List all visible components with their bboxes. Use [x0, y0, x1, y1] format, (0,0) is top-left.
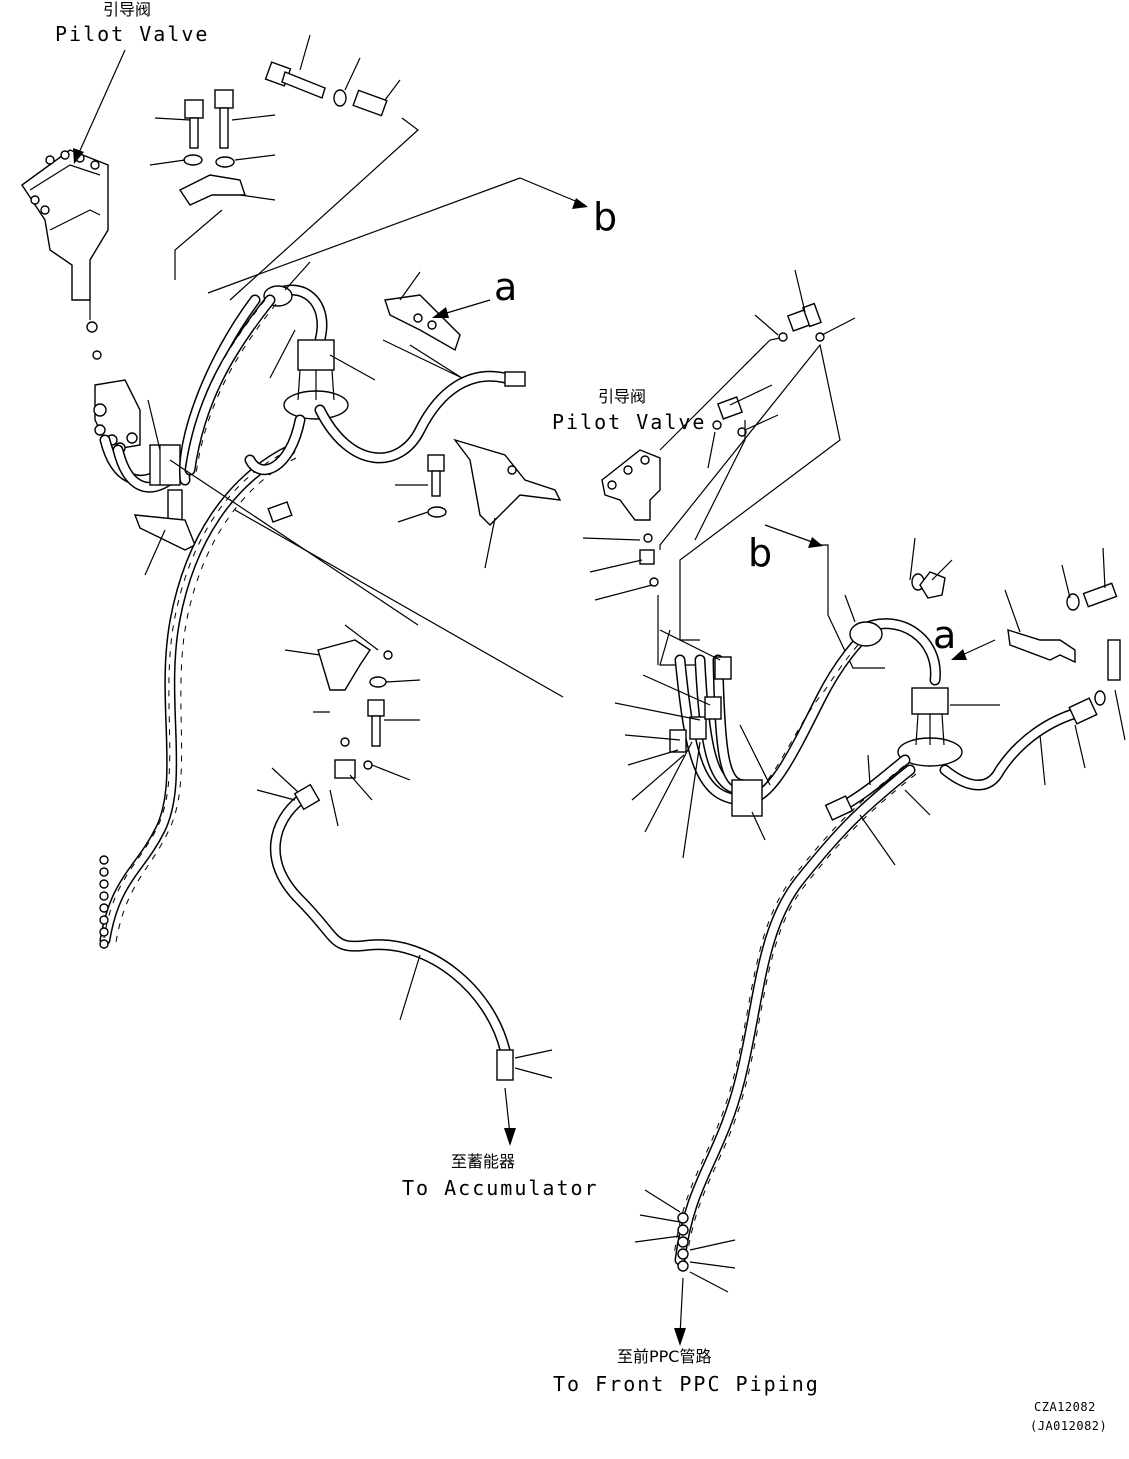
- reference-a-top: a: [494, 265, 518, 309]
- to-accumulator-cn: 至蓄能器: [451, 1152, 516, 1171]
- elbow-flange-left: [263, 284, 349, 420]
- pilot-valve-right-cn: 引导阀: [598, 387, 647, 406]
- to-accumulator-en: To Accumulator: [402, 1176, 599, 1200]
- fasteners-top-right: [1007, 582, 1121, 706]
- reference-b-top: b: [593, 195, 618, 239]
- pilot-valve-right-en: Pilot Valve: [552, 410, 707, 434]
- pilot-valve-top-cn: 引导阀: [103, 0, 152, 19]
- elbow-flange-right: [849, 571, 963, 767]
- reference-a-right: a: [933, 613, 957, 657]
- drawing-code: CZA12082: [1034, 1400, 1096, 1414]
- pilot-valve-top-en: Pilot Valve: [55, 22, 210, 46]
- fasteners-top-left: [178, 61, 388, 206]
- fittings-top-right: [712, 302, 825, 437]
- clamp-left: [133, 444, 196, 551]
- pilot-valve-left-leader: [73, 49, 126, 164]
- leader-lines-right-2: [614, 537, 1126, 1293]
- reference-b-right: b: [748, 531, 773, 575]
- hose-ends-bottom-right: [674, 1212, 689, 1346]
- brackets-mid-left: [384, 294, 562, 526]
- fittings-right-bundle: [669, 656, 763, 817]
- leader-lines-left: [144, 34, 588, 1079]
- to-front-ppc-cn: 至前PPC管路: [617, 1347, 712, 1366]
- drawing-code-alt: (JA012082): [1030, 1419, 1108, 1433]
- pilot-valve-right: [601, 449, 661, 587]
- pilot-valve-left: [21, 149, 109, 360]
- to-front-ppc-en: To Front PPC Piping: [553, 1372, 820, 1396]
- hose-ends-bottom-left: [99, 855, 109, 949]
- accumulator-hose: [269, 639, 516, 1146]
